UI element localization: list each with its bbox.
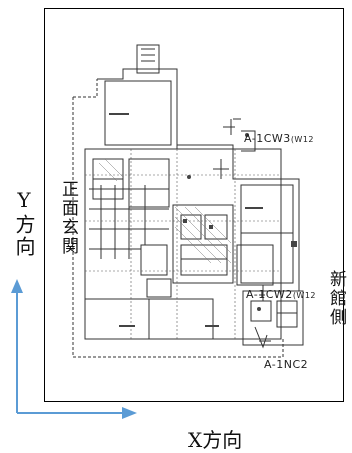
- y-arrow: [11, 279, 23, 413]
- new-building-side-label: 新館側: [326, 270, 346, 327]
- wall-label-a-1cw3: A-1CW3(W12: [244, 132, 314, 145]
- wall-label-a-1cw3-code: A-1CW3: [244, 132, 291, 145]
- front-entrance-label: 正面玄関: [58, 180, 78, 256]
- wall-label-a-1cw2-suffix: (W12: [292, 291, 317, 300]
- x-direction-label: X方向: [188, 428, 243, 452]
- wall-label-a-1cw2: A-1CW2(W12: [246, 288, 316, 301]
- wall-label-a-1cw2-code: A-1CW2: [246, 288, 293, 301]
- wall-label-a-1cw3-suffix: (W12: [290, 135, 315, 144]
- wall-label-a-1nc2: A-1NC2: [264, 358, 309, 371]
- floor-plan-frame: [44, 8, 344, 402]
- floor-plan-drawing: [72, 44, 304, 358]
- y-direction-label: Y方向: [12, 188, 36, 258]
- x-arrow: [17, 407, 137, 419]
